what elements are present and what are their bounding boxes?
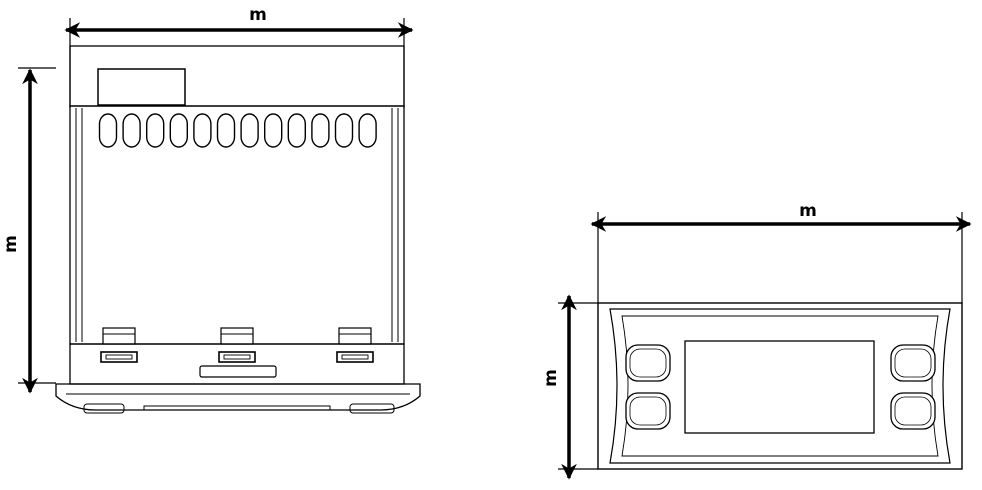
mounting-clips (100, 327, 374, 363)
front-faceplate (609, 308, 951, 464)
front-frame (597, 302, 963, 470)
terminal-slot (216, 113, 236, 148)
side-height-label: m (1, 235, 21, 253)
side-bezel-foot-left (83, 403, 125, 414)
front-buttons (625, 344, 936, 430)
keypad-button-inner (629, 396, 667, 426)
terminal-slot (311, 113, 330, 148)
clip-slot-inner (223, 354, 251, 360)
side-bottom-band (69, 343, 405, 385)
terminal-slot (169, 113, 189, 148)
terminal-slot (358, 113, 377, 148)
clip-slot-inner (341, 354, 369, 360)
display-window (684, 340, 875, 434)
keypad-button-inner (894, 348, 932, 378)
side-width-label: m (249, 5, 267, 25)
keypad-button-inner (894, 396, 932, 426)
clip-slot-inner (105, 354, 133, 360)
front-faceplate-inner (621, 315, 939, 457)
terminal-slots (98, 113, 377, 148)
side-connector-tab (97, 68, 186, 106)
clip-top (220, 327, 254, 345)
terminal-slot (264, 113, 283, 148)
clip-top (338, 327, 372, 345)
side-body-top-band (69, 45, 405, 107)
side-bezel (55, 383, 421, 411)
terminal-slot (145, 113, 165, 148)
side-bezel-foot-right (349, 403, 395, 414)
side-center-lug (199, 365, 277, 378)
terminal-slot (287, 113, 306, 148)
side-view: m m (1, 5, 421, 414)
keypad-button-inner (629, 348, 667, 378)
clip-top (102, 327, 136, 345)
front-view: m m (541, 201, 972, 480)
side-body (69, 105, 405, 345)
terminal-slot (193, 113, 212, 148)
terminal-slot (334, 113, 354, 148)
side-bezel-bar (143, 405, 331, 411)
terminal-slot (98, 113, 118, 148)
front-height-label: m (541, 369, 561, 387)
front-width-label: m (799, 201, 817, 221)
terminal-slot (122, 113, 141, 148)
terminal-slot (240, 113, 259, 148)
